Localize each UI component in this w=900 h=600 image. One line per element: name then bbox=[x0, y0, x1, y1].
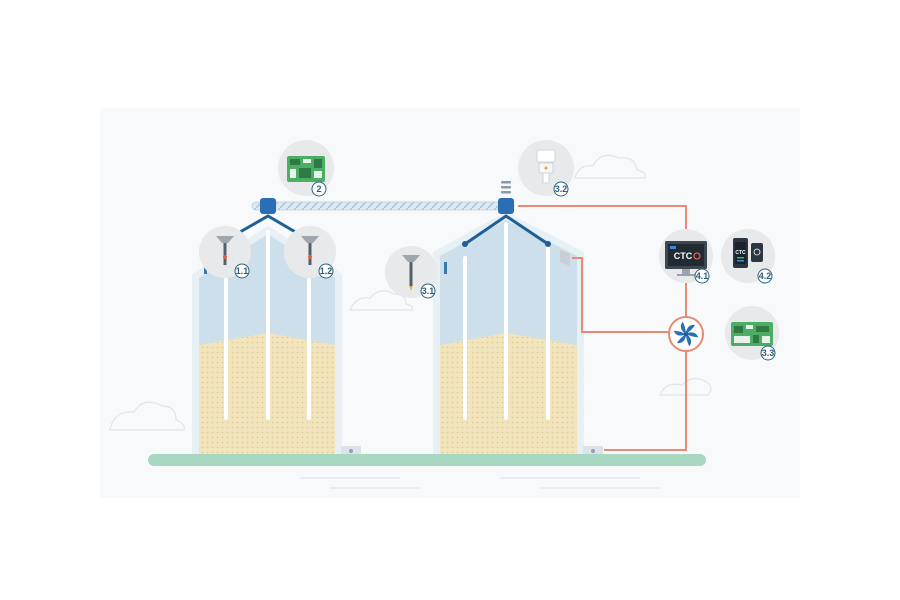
badge-label-1-1: 1.1 bbox=[236, 266, 249, 276]
component-badge-1-2[interactable]: 1.2 bbox=[284, 226, 336, 279]
badge-label-3-1: 3.1 bbox=[422, 286, 435, 296]
probe-sensor-icon bbox=[216, 236, 234, 265]
hub-node-right bbox=[498, 198, 514, 214]
silo-vent bbox=[560, 250, 570, 266]
component-badge-2[interactable]: 2 bbox=[278, 140, 334, 197]
probe-sensor-icon bbox=[402, 255, 420, 291]
badge-label-3-3: 3.3 bbox=[762, 348, 775, 358]
antenna-icon bbox=[501, 181, 511, 194]
desktop-monitor-icon: CTC bbox=[665, 241, 707, 276]
circuit-board-icon bbox=[287, 156, 325, 182]
conduit-cable bbox=[251, 201, 515, 211]
component-badge-4-2[interactable]: CTC 4.2 bbox=[721, 229, 775, 284]
monitor-brand-text: CTC bbox=[674, 251, 693, 261]
cloud-decorations bbox=[109, 154, 712, 431]
gateway-device-icon bbox=[536, 149, 556, 184]
component-badge-1-1[interactable]: 1.1 bbox=[199, 226, 251, 279]
ground-strip bbox=[148, 454, 706, 466]
badge-label-1-2: 1.2 bbox=[320, 266, 333, 276]
left-silo bbox=[192, 226, 361, 456]
component-badge-4-1[interactable]: CTC 4.1 bbox=[659, 229, 713, 284]
badge-label-4-1: 4.1 bbox=[696, 271, 709, 281]
ground-lines bbox=[300, 477, 660, 489]
component-badge-3-3[interactable]: 3.3 bbox=[725, 306, 779, 361]
right-silo bbox=[433, 212, 603, 456]
badge-label-3-2: 3.2 bbox=[555, 184, 568, 194]
controller-board-icon bbox=[731, 322, 773, 346]
ventilation-fan-icon bbox=[673, 321, 699, 347]
badge-label-2: 2 bbox=[316, 184, 321, 194]
phone-tablet-icon: CTC bbox=[733, 238, 763, 268]
badge-label-4-2: 4.2 bbox=[759, 271, 772, 281]
probe-sensor-icon bbox=[301, 236, 319, 265]
hub-node-left bbox=[260, 198, 276, 214]
ventilation-fan[interactable] bbox=[668, 316, 704, 352]
mobile-brand-text: CTC bbox=[735, 250, 746, 256]
component-badge-3-2[interactable]: 3.2 bbox=[518, 140, 574, 197]
component-badge-3-1[interactable]: 3.1 bbox=[385, 246, 437, 299]
